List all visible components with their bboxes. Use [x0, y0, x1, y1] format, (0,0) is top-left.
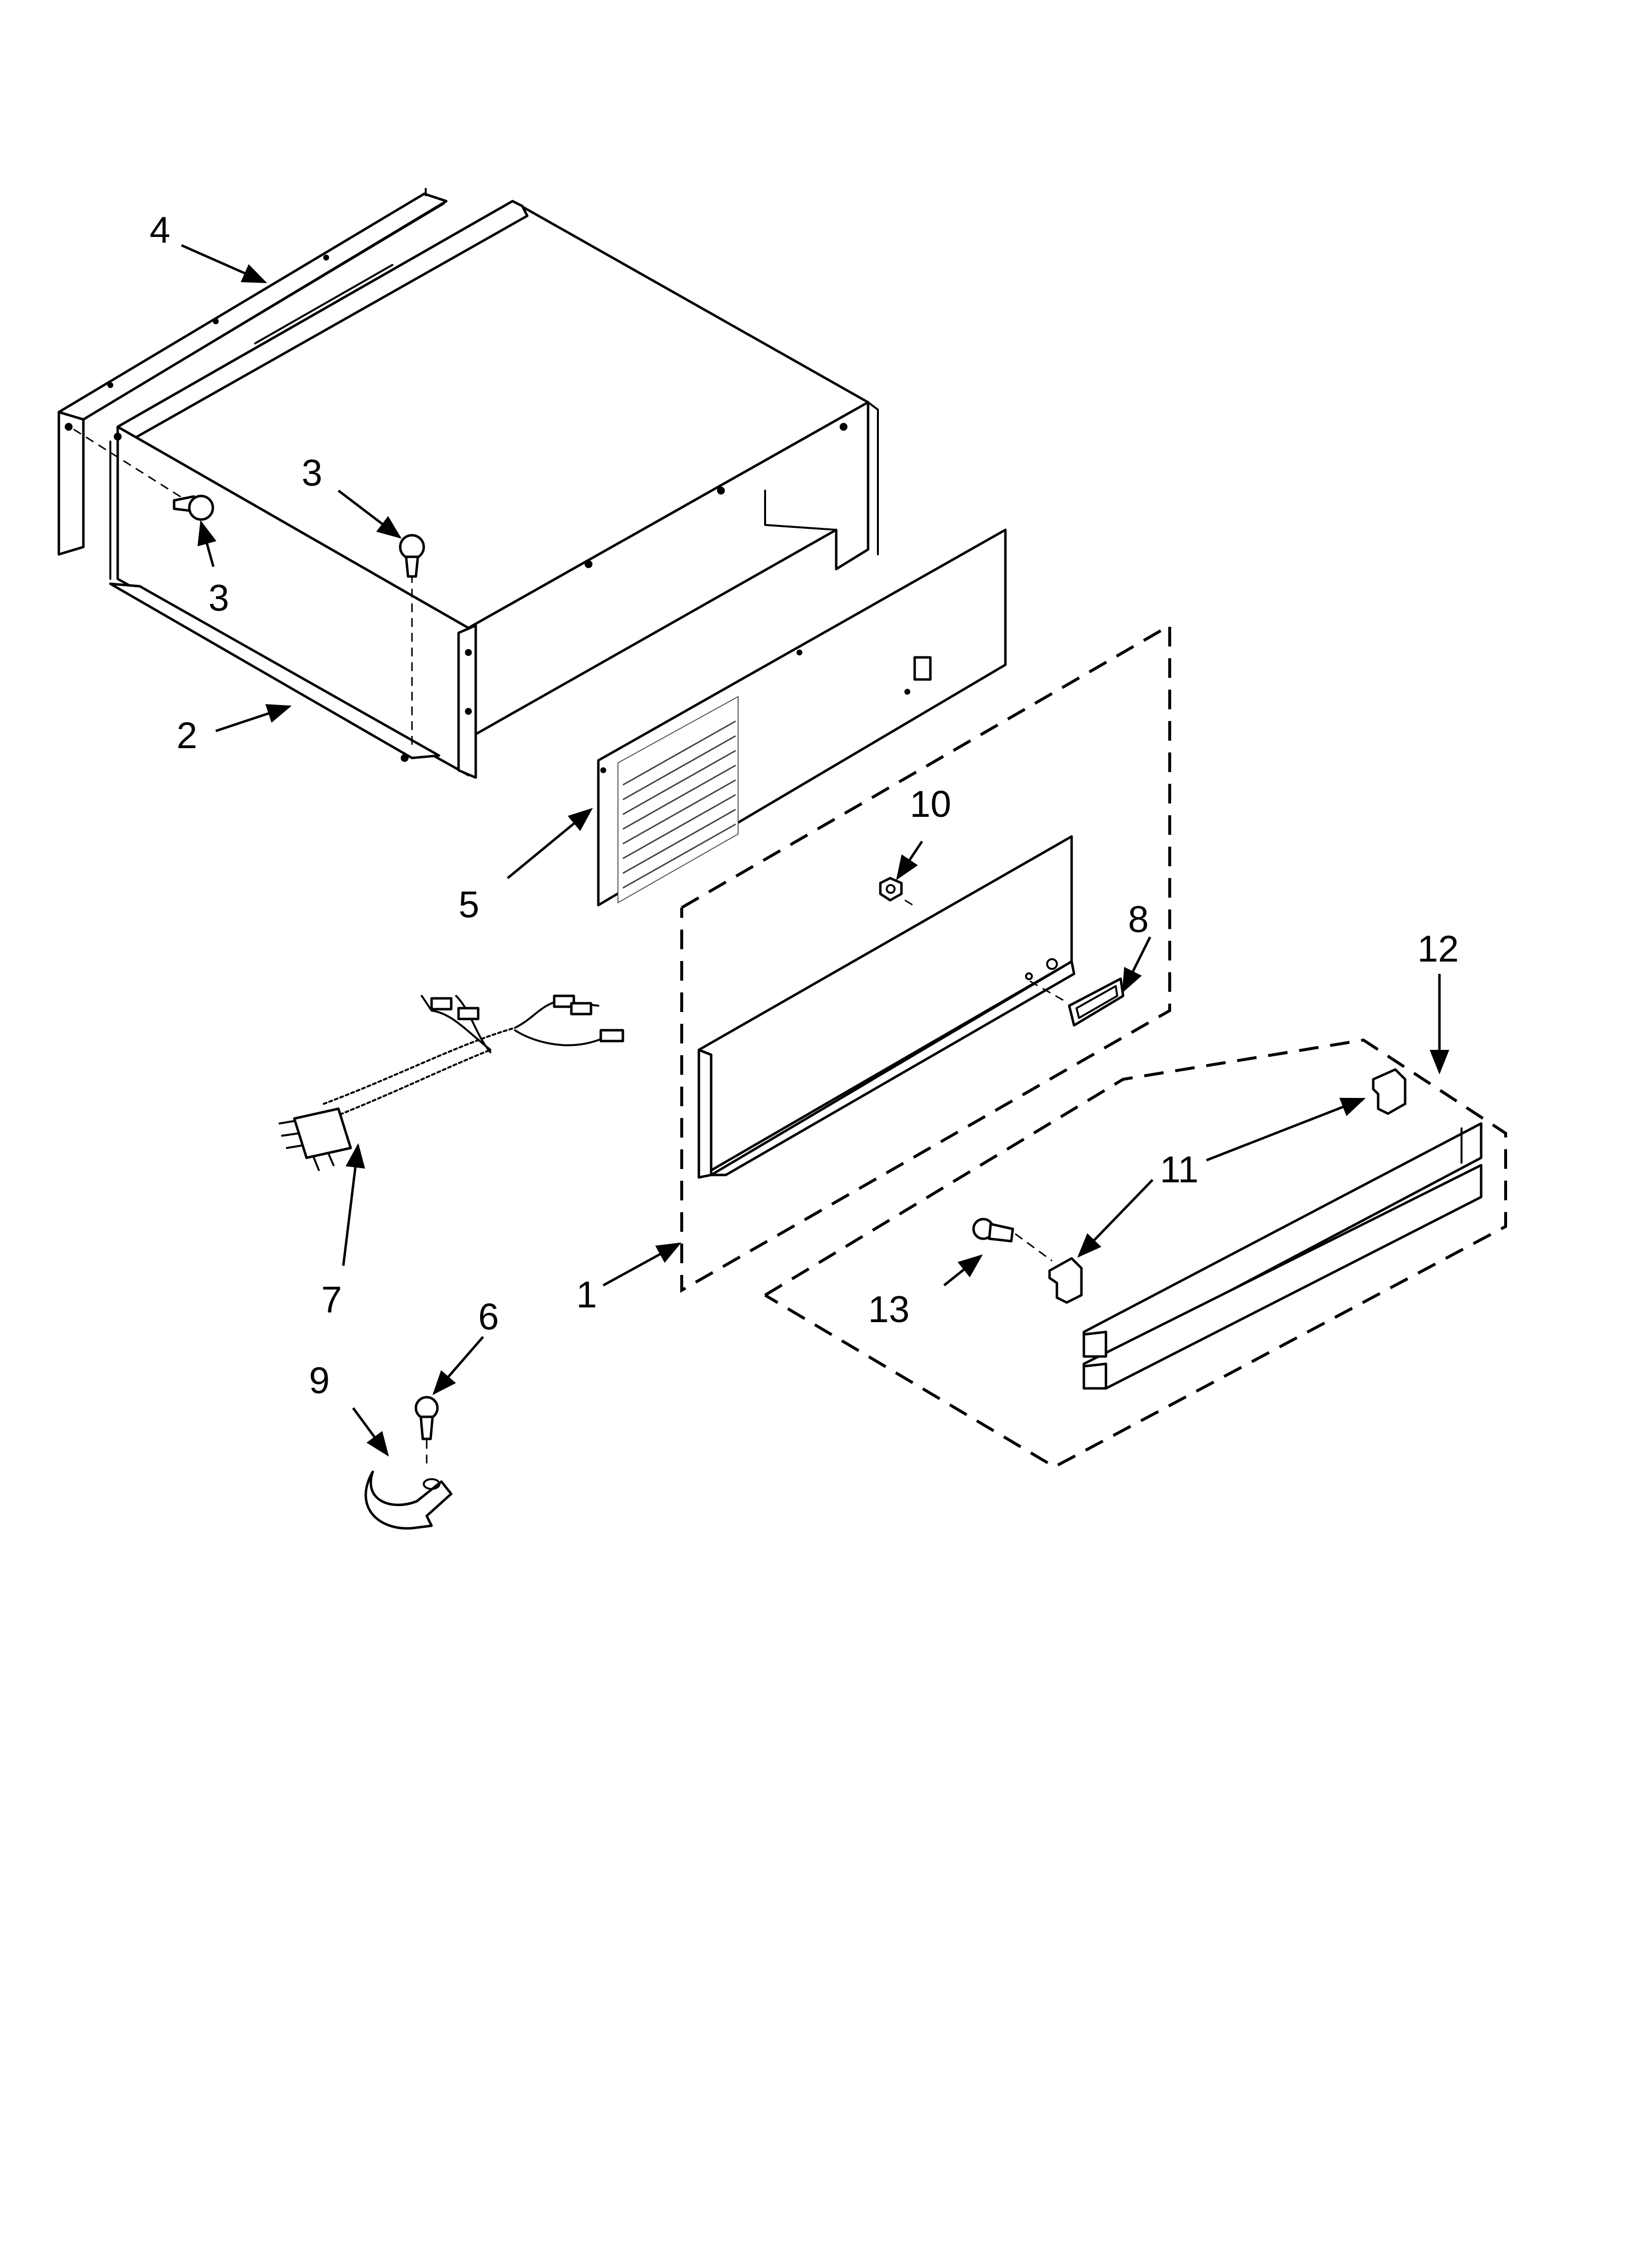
panel-part-5 [597, 528, 1007, 907]
bracket-part-11a [1372, 1068, 1407, 1115]
screw-part-3a [173, 495, 214, 521]
assembly-outline-part-1 [680, 623, 1171, 1293]
callout-arrows [180, 244, 1449, 1457]
callout-3-top: 3 [302, 452, 322, 494]
screw-part-13 [972, 1218, 1052, 1262]
callout-4: 4 [150, 209, 170, 251]
clamp-part-9 [364, 1470, 453, 1530]
callout-9: 9 [309, 1360, 330, 1402]
callout-12: 12 [1417, 928, 1459, 970]
wire-harness-part-7 [279, 994, 624, 1171]
trim-kit-outline-part-12 [764, 1038, 1507, 1469]
trim-bar [1082, 1122, 1483, 1390]
callout-2: 2 [177, 715, 197, 756]
screw-part-6 [414, 1396, 439, 1464]
callout-11: 11 [1160, 1149, 1199, 1191]
screw-leader-line [73, 428, 187, 501]
callout-1: 1 [576, 1274, 597, 1316]
callout-13: 13 [868, 1289, 910, 1330]
callout-6: 6 [478, 1296, 499, 1338]
front-panel [697, 835, 1076, 1179]
callout-3-left: 3 [208, 577, 229, 619]
callout-5: 5 [459, 884, 479, 926]
screw-part-3b [399, 534, 425, 578]
nut-part-10 [879, 877, 918, 909]
callout-labels: 4 3 3 2 5 10 8 12 11 13 1 7 6 9 [150, 209, 1459, 1402]
bracket-part-11b [1048, 1257, 1083, 1304]
callout-7: 7 [321, 1279, 342, 1321]
rear-bracket-part-4 [57, 188, 448, 556]
callout-8: 8 [1128, 899, 1149, 940]
light-cover-part-8 [1068, 977, 1125, 1027]
callout-10: 10 [910, 783, 951, 825]
